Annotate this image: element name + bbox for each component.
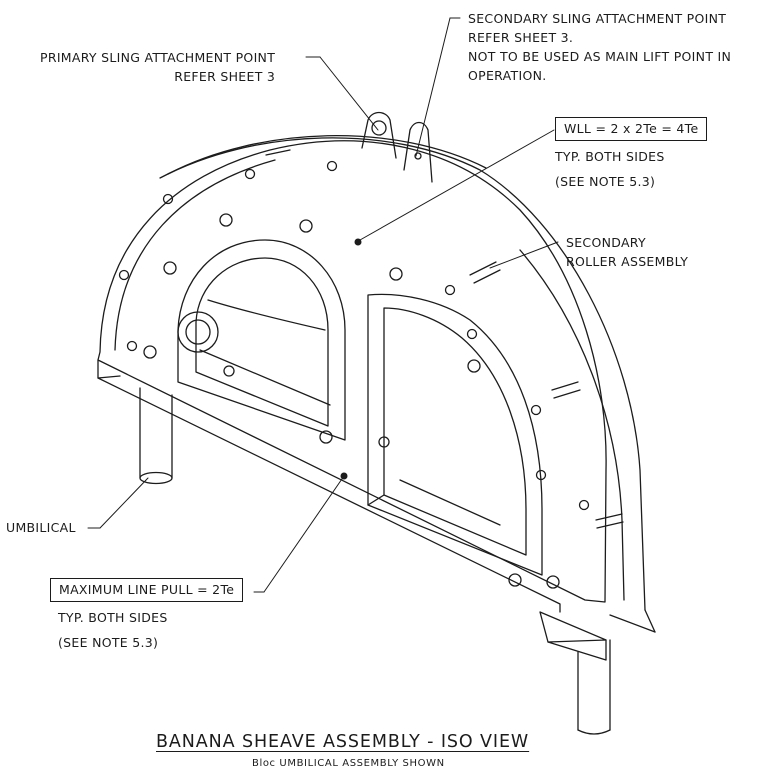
umbilical-pipe-right	[577, 639, 611, 735]
right-window	[367, 293, 543, 576]
leader-dots	[340, 238, 362, 480]
secondary-sling-line3: NOT TO BE USED AS MAIN LIFT POINT IN	[468, 49, 732, 64]
max-line-pull-callout: MAXIMUM LINE PULL = 2Te TYP. BOTH SIDES …	[50, 578, 244, 652]
wll-line1: TYP. BOTH SIDES	[555, 149, 665, 164]
primary-sling-callout: PRIMARY SLING ATTACHMENT POINT REFER SHE…	[40, 48, 275, 86]
primary-sling-line2: REFER SHEET 3	[174, 69, 276, 84]
rear-plate	[159, 135, 656, 633]
drawing-subtitle: Bloc UMBILICAL ASSEMBLY SHOWN	[252, 758, 445, 766]
secondary-sling-line1: SECONDARY SLING ATTACHMENT POINT	[468, 11, 727, 26]
secondary-roller-line1: SECONDARY	[566, 235, 646, 250]
umbilical-pipe-left	[139, 387, 173, 485]
secondary-sling-callout: SECONDARY SLING ATTACHMENT POINT REFER S…	[468, 9, 731, 85]
umbilical-callout: UMBILICAL	[6, 518, 76, 537]
secondary-sling-line2: REFER SHEET 3.	[468, 30, 574, 45]
secondary-sling-line4: OPERATION.	[468, 68, 547, 83]
primary-sling-line1: PRIMARY SLING ATTACHMENT POINT	[40, 50, 276, 65]
secondary-roller-callout: SECONDARY ROLLER ASSEMBLY	[566, 233, 688, 271]
secondary-rollers	[265, 149, 624, 529]
leader-lines	[87, 17, 559, 593]
front-plate	[97, 140, 607, 603]
wll-line2: (SEE NOTE 5.3)	[555, 174, 656, 189]
secondary-roller-line2: ROLLER ASSEMBLY	[566, 254, 689, 269]
drawing-title: BANANA SHEAVE ASSEMBLY - ISO VIEW	[156, 732, 530, 752]
bolt-heads	[118, 160, 590, 589]
max-line-pull-line1: TYP. BOTH SIDES	[58, 610, 168, 625]
left-window	[177, 239, 346, 441]
wll-box: WLL = 2 x 2Te = 4Te	[555, 117, 708, 141]
umbilical-label: UMBILICAL	[6, 520, 76, 535]
max-line-pull-line2: (SEE NOTE 5.3)	[58, 635, 159, 650]
base-skid	[97, 359, 607, 661]
max-line-pull-box: MAXIMUM LINE PULL = 2Te	[50, 578, 244, 602]
lifting-lugs	[361, 111, 433, 183]
wll-callout: WLL = 2 x 2Te = 4Te TYP. BOTH SIDES (SEE…	[555, 117, 708, 191]
